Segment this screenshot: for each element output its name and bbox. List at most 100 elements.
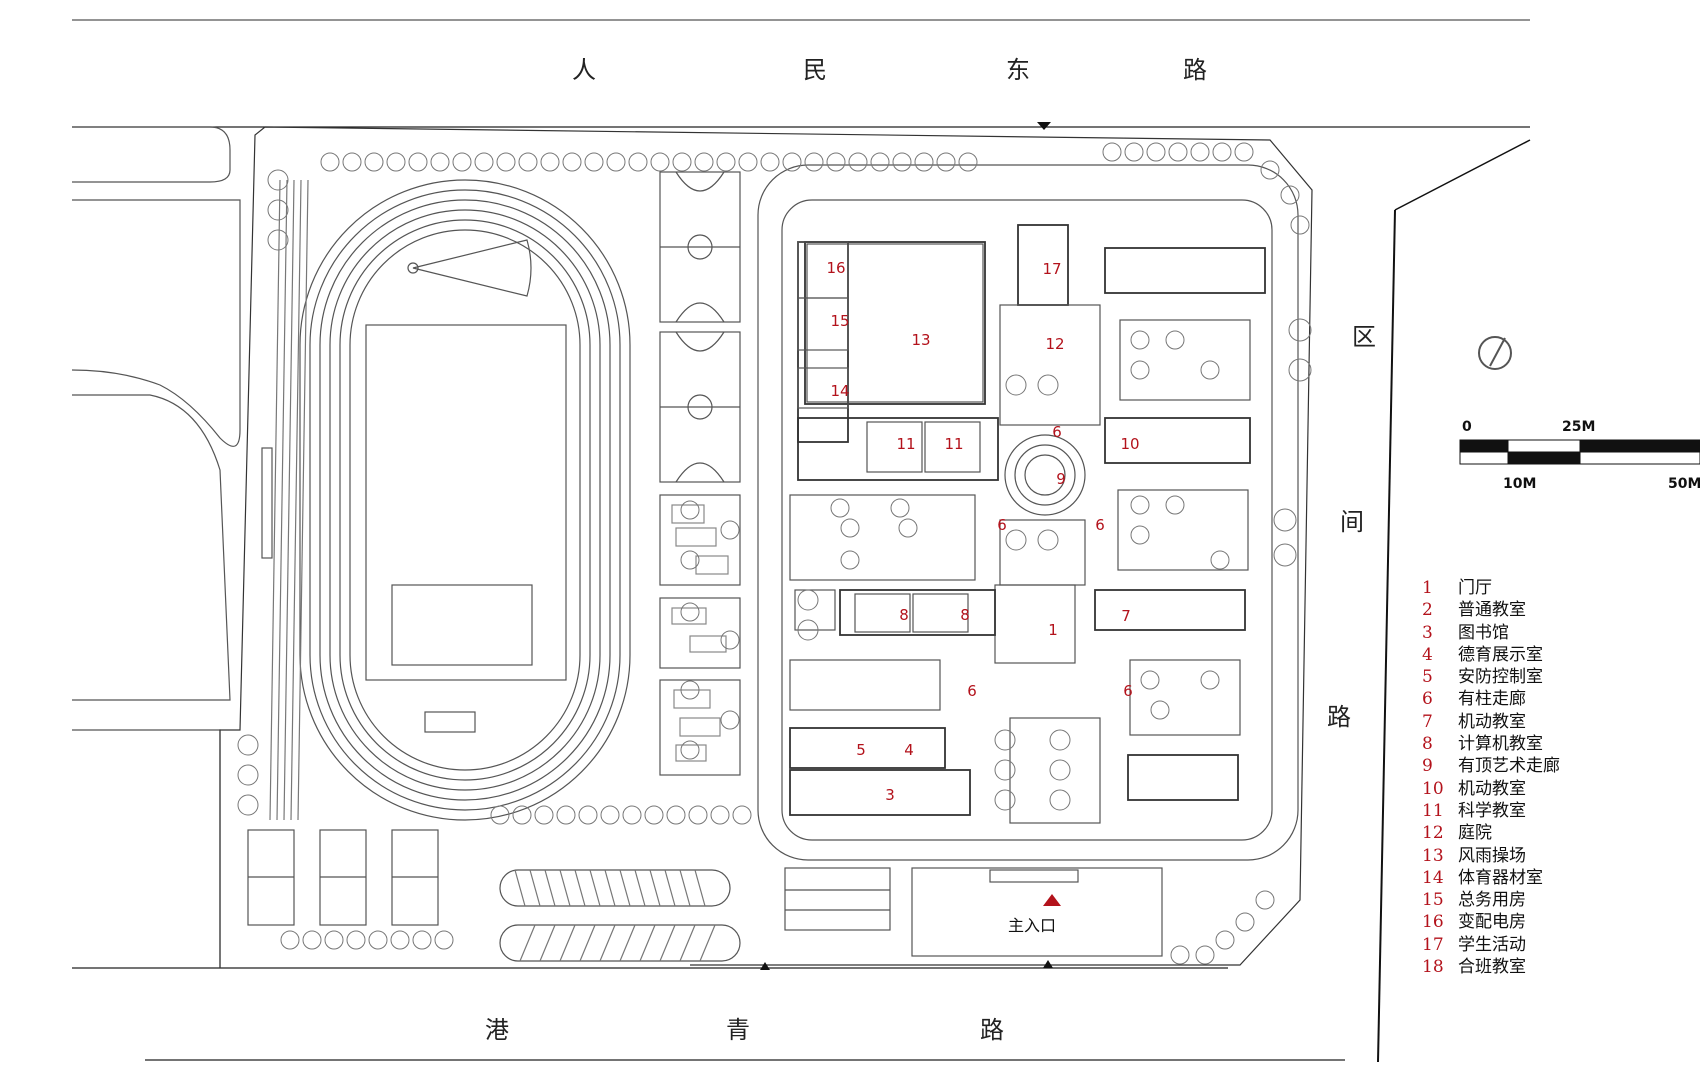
legend-label: 计算机教室 — [1458, 734, 1543, 755]
scale-label-50m: 50M — [1668, 476, 1700, 492]
north-compass — [1478, 336, 1512, 370]
building-number-14: 14 — [830, 382, 849, 400]
legend-label: 科学教室 — [1458, 800, 1526, 821]
legend-item: 14 体育器材室 — [1422, 867, 1692, 889]
legend-number: 17 — [1422, 934, 1444, 955]
legend-item: 2 普通教室 — [1422, 599, 1692, 621]
road-label-north-4: 路 — [1183, 56, 1207, 84]
legend-item: 16 变配电房 — [1422, 911, 1692, 933]
legend-label: 德育展示室 — [1458, 644, 1543, 665]
road-label-south-2: 青 — [726, 1016, 750, 1044]
legend-item: 9 有顶艺术走廊 — [1422, 755, 1692, 777]
east-street-edge — [1377, 209, 1396, 1063]
road-label-east-2: 间 — [1340, 508, 1364, 536]
legend-number: 13 — [1422, 845, 1444, 866]
legend-item: 1 门厅 — [1422, 577, 1692, 599]
legend-number: 15 — [1422, 890, 1444, 911]
building-number-13: 13 — [911, 331, 930, 349]
road-label-north-3: 东 — [1006, 56, 1030, 84]
building-number-8a: 8 — [899, 606, 909, 624]
south-gate-arrow-icon — [760, 962, 770, 970]
entry-gate-arrow-icon — [1043, 960, 1053, 968]
legend-item: 12 庭院 — [1422, 822, 1692, 844]
building-number-15: 15 — [830, 312, 849, 330]
building-number-11a: 11 — [896, 435, 915, 453]
road-label-north-2: 民 — [803, 56, 827, 84]
building-number-12: 12 — [1045, 335, 1064, 353]
building-number-6a: 6 — [1052, 423, 1062, 441]
legend-label: 合班教室 — [1458, 957, 1526, 978]
building-number-8b: 8 — [960, 606, 970, 624]
building-number-3: 3 — [885, 786, 895, 804]
building-number-9: 9 — [1056, 470, 1066, 488]
road-label-east-1: 区 — [1352, 323, 1376, 351]
legend-item: 4 德育展示室 — [1422, 644, 1692, 666]
legend-number: 8 — [1422, 734, 1433, 755]
legend-number: 5 — [1422, 667, 1433, 688]
legend-number: 9 — [1422, 756, 1433, 777]
legend-number: 3 — [1422, 622, 1433, 643]
legend-number: 10 — [1422, 778, 1444, 799]
road-label-south-1: 港 — [485, 1016, 509, 1044]
legend-label: 普通教室 — [1458, 600, 1526, 621]
legend-item: 7 机动教室 — [1422, 711, 1692, 733]
legend-label: 图书馆 — [1458, 622, 1509, 643]
building-number-6e: 6 — [1123, 682, 1133, 700]
legend-label: 学生活动 — [1458, 934, 1526, 955]
legend-label: 变配电房 — [1458, 912, 1526, 933]
legend-label: 总务用房 — [1458, 890, 1526, 911]
legend-item: 10 机动教室 — [1422, 778, 1692, 800]
building-number-4: 4 — [904, 741, 914, 759]
road-label-east-3: 路 — [1327, 703, 1351, 731]
scale-label-10m: 10M — [1503, 476, 1537, 492]
legend-label: 有柱走廊 — [1458, 689, 1526, 710]
building-number-6b: 6 — [997, 516, 1007, 534]
legend-number: 14 — [1422, 867, 1444, 888]
building-number-7: 7 — [1121, 607, 1131, 625]
main-entrance-label: 主入口 — [1008, 916, 1057, 935]
legend-label: 机动教室 — [1458, 711, 1526, 732]
legend-item: 8 计算机教室 — [1422, 733, 1692, 755]
scale-label-0: 0 — [1462, 419, 1472, 435]
legend-number: 2 — [1422, 600, 1433, 621]
building-number-17: 17 — [1042, 260, 1061, 278]
main-entry-arrow-icon — [1043, 894, 1061, 906]
scale-bar — [1459, 439, 1700, 465]
legend-label: 体育器材室 — [1458, 867, 1543, 888]
legend-number: 1 — [1422, 578, 1433, 598]
legend: 1 门厅 2 普通教室 3 图书馆 4 德育展示室 5 安防控制室 6 有柱走廊 7 机动教室… — [1422, 577, 1692, 978]
legend-number: 12 — [1422, 823, 1444, 844]
legend-number: 4 — [1422, 644, 1433, 665]
legend-label: 安防控制室 — [1458, 667, 1543, 688]
legend-label: 机动教室 — [1458, 778, 1526, 799]
legend-item: 5 安防控制室 — [1422, 666, 1692, 688]
legend-label: 庭院 — [1458, 823, 1492, 844]
legend-number: 6 — [1422, 689, 1433, 710]
legend-item: 17 学生活动 — [1422, 934, 1692, 956]
scale-label-25m: 25M — [1562, 419, 1596, 435]
building-number-5: 5 — [856, 741, 866, 759]
legend-item: 11 科学教室 — [1422, 800, 1692, 822]
road-label-south-3: 路 — [980, 1016, 1004, 1044]
legend-item: 18 合班教室 — [1422, 956, 1692, 978]
legend-item: 15 总务用房 — [1422, 889, 1692, 911]
road-label-north-1: 人 — [572, 56, 596, 84]
building-number-10: 10 — [1120, 435, 1139, 453]
legend-number: 18 — [1422, 957, 1444, 978]
legend-item: 13 风雨操场 — [1422, 845, 1692, 867]
legend-label: 有顶艺术走廊 — [1458, 756, 1560, 777]
building-number-11b: 11 — [944, 435, 963, 453]
legend-item: 6 有柱走廊 — [1422, 688, 1692, 710]
building-number-6d: 6 — [967, 682, 977, 700]
building-number-16: 16 — [826, 259, 845, 277]
north-gate-arrow-icon — [1037, 122, 1051, 130]
building-number-6c: 6 — [1095, 516, 1105, 534]
legend-item: 3 图书馆 — [1422, 622, 1692, 644]
legend-number: 16 — [1422, 912, 1444, 933]
legend-number: 7 — [1422, 711, 1433, 732]
building-number-1: 1 — [1048, 621, 1058, 639]
legend-label: 门厅 — [1458, 578, 1492, 598]
legend-number: 11 — [1422, 800, 1444, 821]
legend-label: 风雨操场 — [1458, 845, 1526, 866]
